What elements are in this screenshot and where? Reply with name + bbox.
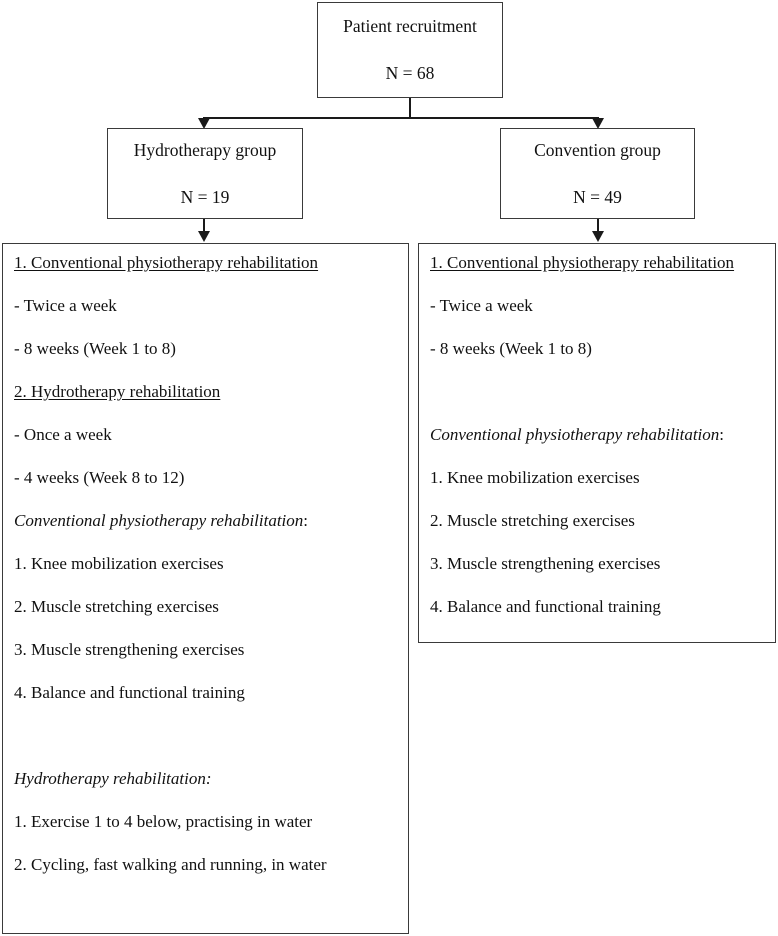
node-patient-recruitment-title: Patient recruitment [343, 16, 477, 36]
node-convention-group-count: N = 49 [573, 186, 622, 207]
hydro-hydrotherapy-item: 2. Cycling, fast walking and running, in… [14, 855, 327, 874]
conv-heading-1: 1. Conventional physiotherapy rehabilita… [430, 253, 735, 272]
node-convention-group: Convention group N = 49 [500, 128, 695, 219]
hydro-subheading-hydrotherapy: Hydrotherapy rehabilitation: [14, 769, 212, 788]
conv-conventional-item: 1. Knee mobilization exercises [430, 468, 640, 487]
node-hydrotherapy-group-count: N = 19 [180, 186, 230, 207]
conv-bullet-1a: - Twice a week [430, 296, 533, 315]
conv-conventional-item: 4. Balance and functional training [430, 597, 661, 616]
node-convention-group-title: Convention group [534, 139, 661, 160]
hydro-bullet-2b: - 4 weeks (Week 8 to 12) [14, 468, 185, 487]
conv-conventional-item: 2. Muscle stretching exercises [430, 511, 635, 530]
panel-convention-detail-body: 1. Conventional physiotherapy rehabilita… [430, 253, 767, 640]
hydro-subheading-conventional-text: Conventional physiotherapy rehabilitatio… [14, 511, 304, 530]
arrow-head-to-convention-group [591, 118, 604, 129]
hydro-conventional-item: 4. Balance and functional training [14, 683, 245, 702]
panel-convention-detail: 1. Conventional physiotherapy rehabilita… [418, 243, 776, 643]
conv-detail-spacer [430, 382, 767, 425]
connector-stem-recruitment [409, 98, 412, 119]
node-hydrotherapy-group-title: Hydrotherapy group [133, 139, 277, 160]
node-patient-recruitment: Patient recruitment N = 68 [317, 2, 503, 98]
conv-bullet-1b: - 8 weeks (Week 1 to 8) [430, 339, 592, 358]
hydro-bullet-1a: - Twice a week [14, 296, 117, 315]
hydro-hydrotherapy-item: 1. Exercise 1 to 4 below, practising in … [14, 812, 313, 831]
hydro-conventional-item: 2. Muscle stretching exercises [14, 597, 219, 616]
hydro-conventional-item: 3. Muscle strengthening exercises [14, 640, 245, 659]
node-hydrotherapy-group: Hydrotherapy group N = 19 [107, 128, 303, 219]
hydro-bullet-2a: - Once a week [14, 425, 112, 444]
connector-convention-to-detail [597, 219, 600, 234]
arrow-head-to-hydrotherapy-group [197, 118, 210, 129]
node-patient-recruitment-count: N = 68 [385, 63, 435, 83]
conv-subheading-conventional-text: Conventional physiotherapy rehabilitatio… [430, 425, 720, 444]
hydro-detail-spacer [14, 726, 400, 769]
hydro-heading-2: 2. Hydrotherapy rehabilitation [14, 382, 221, 401]
panel-hydrotherapy-detail: 1. Conventional physiotherapy rehabilita… [2, 243, 409, 934]
hydro-conventional-item: 1. Knee mobilization exercises [14, 554, 224, 573]
conv-conventional-item: 3. Muscle strengthening exercises [430, 554, 661, 573]
hydro-heading-1: 1. Conventional physiotherapy rehabilita… [14, 253, 319, 272]
hydro-subheading-conventional-colon: : [303, 511, 309, 530]
conv-subheading-conventional: Conventional physiotherapy rehabilitatio… [430, 425, 767, 468]
arrow-head-hydrotherapy-detail [197, 231, 210, 242]
connector-hydrotherapy-to-detail [203, 219, 206, 234]
hydro-bullet-1b: - 8 weeks (Week 1 to 8) [14, 339, 176, 358]
hydro-subheading-conventional: Conventional physiotherapy rehabilitatio… [14, 511, 400, 554]
conv-subheading-conventional-colon: : [719, 425, 725, 444]
connector-split-bar [203, 117, 599, 120]
arrow-head-convention-detail [591, 231, 604, 242]
panel-hydrotherapy-detail-body: 1. Conventional physiotherapy rehabilita… [14, 253, 400, 898]
